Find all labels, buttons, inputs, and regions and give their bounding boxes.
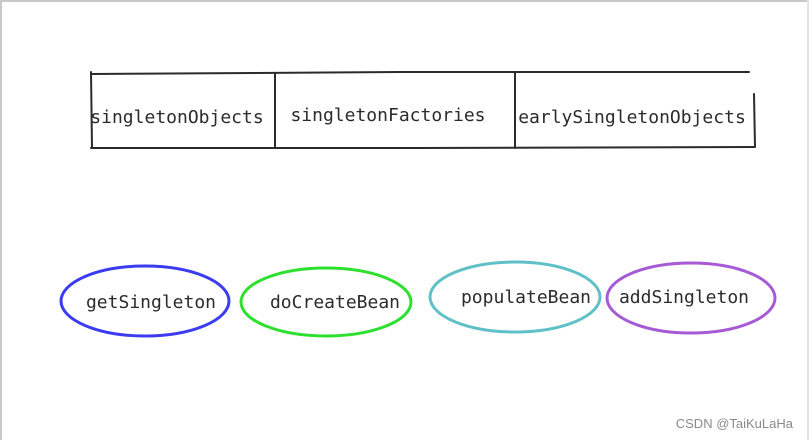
cell-early-singleton-objects: earlySingletonObjects — [518, 107, 746, 128]
table-right-border — [753, 93, 756, 148]
table-bottom-border — [90, 146, 755, 149]
do-create-bean-label: doCreateBean — [270, 292, 400, 313]
frame-top-border — [0, 0, 809, 2]
get-singleton-label: getSingleton — [86, 292, 216, 313]
watermark: CSDN @TaiKuLaHa — [675, 416, 793, 431]
populate-bean-label: populateBean — [461, 287, 591, 308]
populate-bean-oval — [428, 260, 602, 334]
get-singleton-oval — [59, 264, 231, 338]
add-singleton-oval — [605, 261, 777, 335]
do-create-bean-oval — [239, 266, 413, 338]
table-top-border — [90, 71, 750, 75]
add-singleton-label: addSingleton — [619, 287, 749, 308]
cache-table — [90, 71, 756, 149]
table-left-border — [90, 71, 93, 149]
frame-right-border — [807, 0, 809, 440]
cell-singleton-objects: singletonObjects — [90, 107, 263, 128]
frame-left-border — [0, 0, 2, 440]
cell-singleton-factories: singletonFactories — [290, 105, 485, 126]
